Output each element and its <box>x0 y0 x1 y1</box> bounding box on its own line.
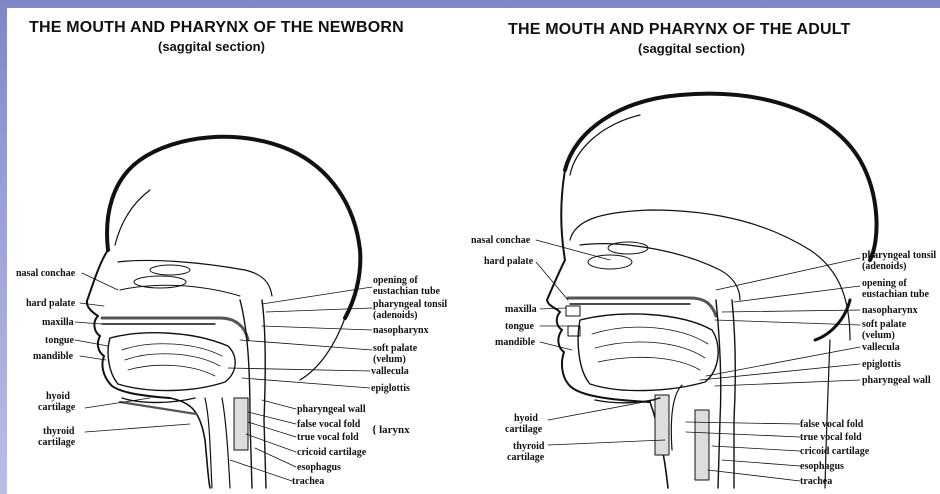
adult-label-epiglottis: epiglottis <box>862 359 901 370</box>
newborn-label-mandible: mandible <box>33 351 73 362</box>
adult-label-opening: opening of <box>862 278 907 289</box>
newborn-subtitle: (saggital section) <box>158 39 265 54</box>
newborn-label-hyoid-cartilage: cartilage <box>38 402 75 413</box>
adult-label-thyroid: thyroid <box>513 441 545 452</box>
newborn-label-epiglottis: epiglottis <box>371 383 410 394</box>
newborn-label-thyroid-cartilage: cartilage <box>38 437 75 448</box>
adult-label-adenoids: (adenoids) <box>862 261 906 272</box>
adult-label-pharyngeal-tonsil: pharyngeal tonsil <box>862 250 936 261</box>
newborn-label-pharyngeal-tonsil: pharyngeal tonsil <box>373 299 447 310</box>
newborn-label-trachea: trachea <box>292 476 324 487</box>
newborn-label-esophagus: esophagus <box>297 462 341 473</box>
adult-label-soft-palate: soft palate <box>862 319 906 330</box>
newborn-label-adenoids: (adenoids) <box>373 310 417 321</box>
newborn-label-velum: (velum) <box>373 354 406 365</box>
adult-label-trachea: trachea <box>800 476 832 487</box>
newborn-label-tongue: tongue <box>45 335 74 346</box>
adult-label-hyoid: hyoid <box>514 413 538 424</box>
adult-label-true-vocal-fold: true vocal fold <box>800 432 862 443</box>
adult-label-mandible: mandible <box>495 337 535 348</box>
newborn-title: THE MOUTH AND PHARYNX OF THE NEWBORN <box>29 19 404 37</box>
newborn-label-cricoid: cricoid cartilage <box>297 447 366 458</box>
adult-label-velum: (velum) <box>862 330 895 341</box>
adult-label-nasopharynx: nasopharynx <box>862 305 918 316</box>
newborn-label-nasopharynx: nasopharynx <box>373 325 429 336</box>
newborn-label-hyoid: hyoid <box>46 391 70 402</box>
adult-label-eustachian-tube: eustachian tube <box>862 289 929 300</box>
adult-label-pharyngeal-wall: pharyngeal wall <box>862 375 931 386</box>
newborn-label-hard-palate: hard palate <box>26 298 75 309</box>
newborn-label-vallecula: vallecula <box>371 366 409 377</box>
adult-label-cricoid: cricoid cartilage <box>800 446 869 457</box>
adult-label-hard-palate: hard palate <box>484 256 533 267</box>
newborn-label-eustachian-tube: eustachian tube <box>373 286 440 297</box>
adult-label-hyoid-cartilage: cartilage <box>505 424 542 435</box>
adult-label-esophagus: esophagus <box>800 461 844 472</box>
adult-label-vallecula: vallecula <box>862 342 900 353</box>
newborn-label-soft-palate: soft palate <box>373 343 417 354</box>
newborn-label-thyroid: thyroid <box>43 426 75 437</box>
adult-subtitle: (saggital section) <box>638 41 745 56</box>
newborn-label-false-vocal-fold: false vocal fold <box>297 419 360 430</box>
adult-label-maxilla: maxilla <box>505 304 537 315</box>
newborn-label-opening: opening of <box>373 275 418 286</box>
adult-title: THE MOUTH AND PHARYNX OF THE ADULT <box>508 21 851 39</box>
newborn-label-larynx: { larynx <box>372 425 410 436</box>
adult-label-tongue: tongue <box>505 321 534 332</box>
newborn-label-maxilla: maxilla <box>42 317 74 328</box>
newborn-label-true-vocal-fold: true vocal fold <box>297 432 359 443</box>
newborn-label-pharyngeal-wall: pharyngeal wall <box>297 404 366 415</box>
adult-label-false-vocal-fold: false vocal fold <box>800 419 863 430</box>
adult-label-thyroid-cartilage: cartilage <box>507 452 544 463</box>
adult-label-nasal-conchae: nasal conchae <box>471 235 530 246</box>
newborn-label-nasal-conchae: nasal conchae <box>16 268 75 279</box>
